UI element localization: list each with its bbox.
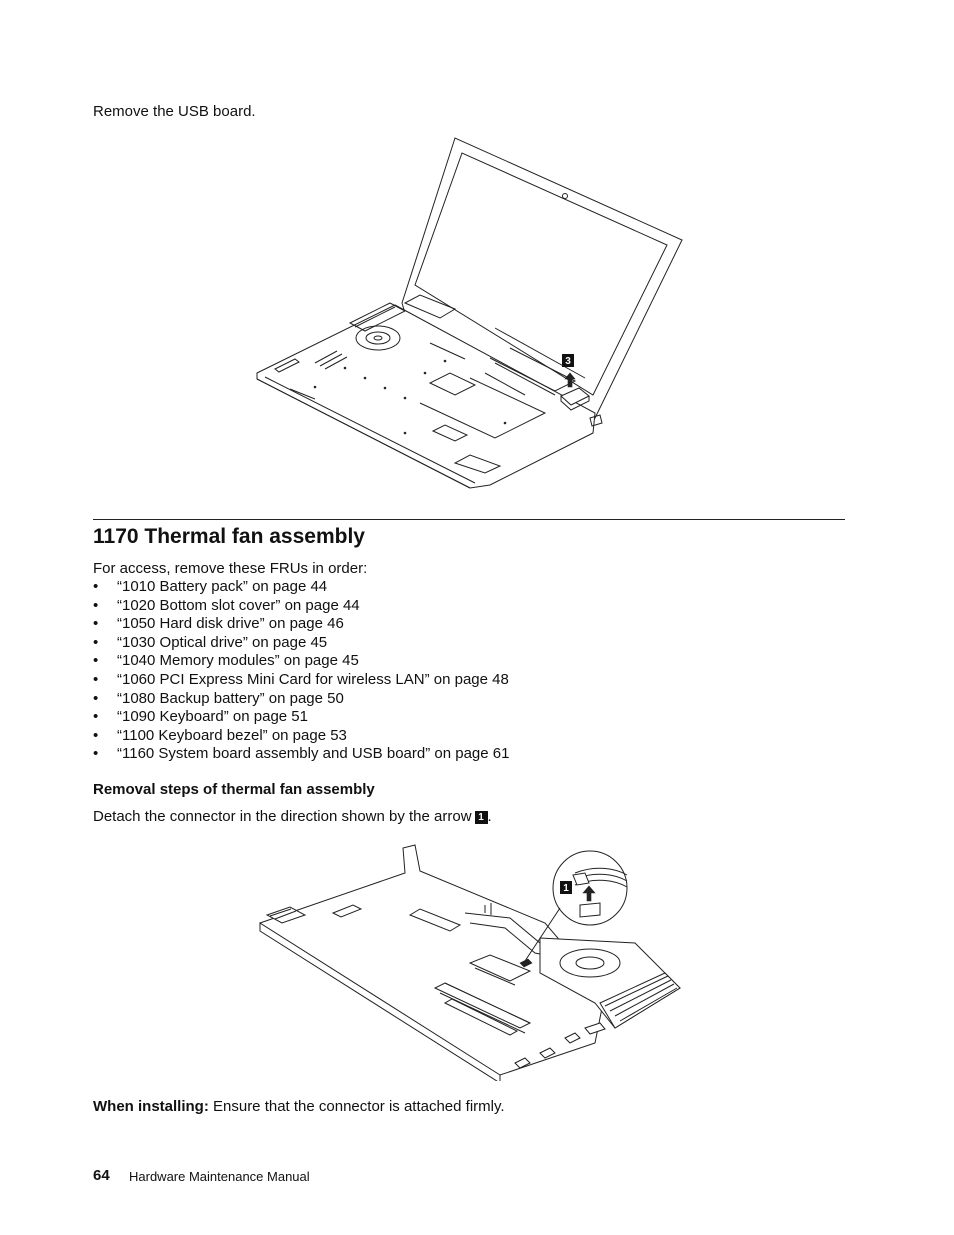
fru-link[interactable]: “1010 Battery pack” on page 44 (117, 578, 328, 595)
bullet: • (93, 726, 99, 744)
bullet: • (93, 708, 99, 726)
list-item: • “1080 Backup battery” on page 50 (93, 690, 509, 709)
bullet: • (93, 689, 99, 707)
section-title: 1170 Thermal fan assembly (93, 525, 365, 548)
list-item: • “1020 Bottom slot cover” on page 44 (93, 597, 509, 616)
install-note: When installing: Ensure that the connect… (93, 1098, 505, 1116)
bullet: • (93, 745, 99, 763)
fru-link[interactable]: “1090 Keyboard” on page 51 (117, 708, 308, 726)
laptop-usb-board-figure: 3 (256, 137, 683, 489)
list-item: • “1040 Memory modules” on page 45 (93, 652, 509, 671)
fru-link[interactable]: “1160 System board assembly and USB boar… (117, 745, 510, 763)
bullet: • (93, 633, 99, 651)
fru-list: • “1010 Battery pack” on page 44 • “1020 B… (93, 578, 509, 764)
list-item: • “1030 Optical drive” on page 45 (93, 634, 509, 653)
fru-link[interactable]: “1060 PCI Express Mini Card for wireless… (117, 670, 509, 688)
instruction-text: Detach the connector in the direction sh… (93, 808, 472, 825)
access-intro: For access, remove these FRUs in order: (93, 560, 368, 577)
figure2-callout: 1 (563, 883, 569, 894)
fru-link[interactable]: “1050 Hard disk drive” on page 46 (117, 615, 344, 633)
bullet: • (93, 670, 99, 688)
bullet: • (93, 596, 99, 614)
list-item: • “1050 Hard disk drive” on page 46 (93, 615, 509, 634)
fru-link[interactable]: “1100 Keyboard bezel” on page 53 (117, 726, 347, 744)
list-item: • “1010 Battery pack” on page 44 (93, 578, 509, 597)
fru-link[interactable]: “1080 Backup battery” on page 50 (117, 689, 344, 707)
manual-title: Hardware Maintenance Manual (129, 1169, 310, 1184)
install-label: When installing: (93, 1098, 209, 1115)
callout-badge: 1 (474, 811, 488, 824)
fru-link[interactable]: “1040 Memory modules” on page 45 (117, 652, 359, 670)
list-item: • “1060 PCI Express Mini Card for wireles… (93, 671, 509, 690)
intro-text: Remove the USB board. (93, 103, 256, 120)
instruction-punct: . (487, 808, 492, 825)
bullet: • (93, 652, 99, 670)
bullet: • (93, 615, 99, 633)
thermal-fan-figure: 1 (258, 844, 681, 1081)
list-item: • “1160 System board assembly and USB boa… (93, 745, 509, 764)
removal-subheading: Removal steps of thermal fan assembly (93, 781, 375, 798)
bullet: • (93, 578, 99, 595)
install-text: Ensure that the connector is attached fi… (213, 1098, 505, 1115)
list-item: • “1100 Keyboard bezel” on page 53 (93, 727, 509, 746)
page-number: 64 (93, 1167, 110, 1184)
fru-link[interactable]: “1020 Bottom slot cover” on page 44 (117, 596, 360, 614)
section-divider (93, 519, 845, 520)
removal-instruction: Detach the connector in the direction sh… (93, 808, 492, 826)
fru-link[interactable]: “1030 Optical drive” on page 45 (117, 633, 328, 651)
list-item: • “1090 Keyboard” on page 51 (93, 708, 509, 727)
figure1-callout: 3 (565, 356, 571, 367)
